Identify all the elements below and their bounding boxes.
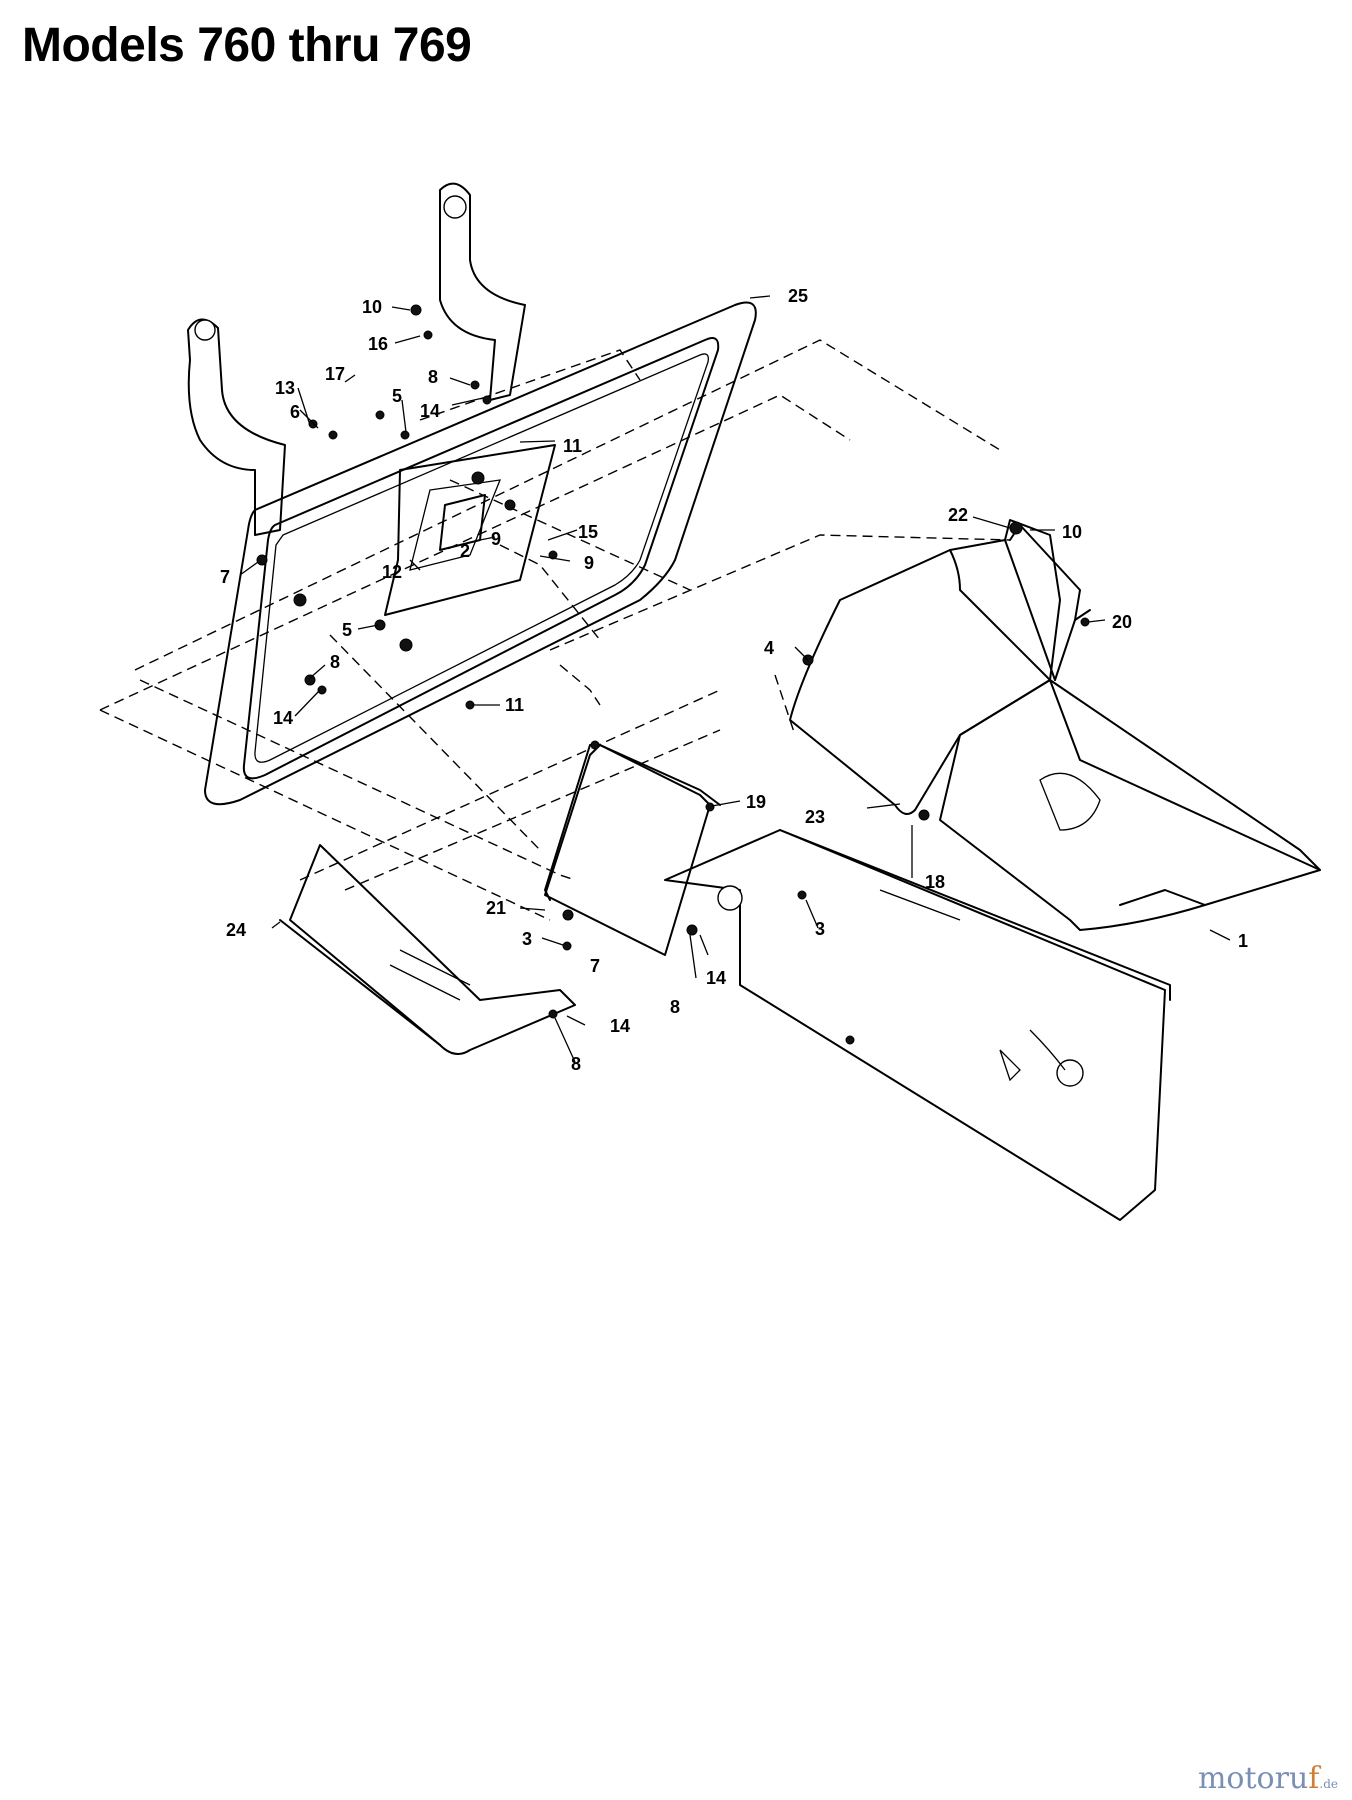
callout-14-bottom: 14 (610, 1016, 630, 1036)
callout-8-left: 8 (330, 652, 340, 672)
callout-10-right: 10 (1062, 522, 1082, 542)
part-footrest (939, 679, 1321, 931)
callout-5-mid: 5 (342, 620, 352, 640)
part-tunnel-cover (789, 519, 1061, 815)
callout-5-top: 5 (392, 386, 402, 406)
callout-12: 12 (382, 562, 402, 582)
watermark-text: motoru (1197, 1761, 1309, 1796)
callout-8-center: 8 (670, 997, 680, 1017)
part-frame-panel (204, 301, 757, 806)
callout-17: 17 (325, 364, 345, 384)
hardware-fasteners (256, 304, 1090, 1045)
callout-3-left: 3 (522, 929, 532, 949)
callout-7-center: 7 (590, 956, 600, 976)
callout-labels: 25 10 16 8 14 17 13 6 5 11 22 10 15 9 2 … (220, 286, 1248, 1074)
callout-25: 25 (788, 286, 808, 306)
page-title: Models 760 thru 769 (22, 19, 472, 72)
callout-6: 6 (290, 402, 300, 422)
callout-14-left: 14 (273, 708, 293, 728)
part-side-frame (664, 829, 1171, 1221)
callout-20: 20 (1112, 612, 1132, 632)
watermark-logo: motoruf.de (1198, 1761, 1338, 1796)
callout-21: 21 (486, 898, 506, 918)
watermark-accent: f (1308, 1761, 1320, 1796)
callout-11-mid: 11 (505, 695, 524, 715)
alignment-lines (99, 339, 1011, 921)
callout-2: 2 (460, 541, 470, 561)
callout-22: 22 (948, 505, 968, 525)
part-front-apron (279, 844, 576, 1055)
leader-lines (239, 295, 1231, 1063)
part-center-plate (544, 744, 721, 956)
callout-1: 1 (1238, 931, 1248, 951)
callout-13: 13 (275, 378, 295, 398)
callout-9-upper: 9 (491, 529, 501, 549)
callout-3-right: 3 (815, 919, 825, 939)
callout-7-left: 7 (220, 567, 230, 587)
part-upright-brackets (187, 182, 526, 536)
callout-14-top: 14 (420, 401, 440, 421)
callout-14-center: 14 (706, 968, 726, 988)
part-rear-bracket (1009, 524, 1091, 681)
callout-16: 16 (368, 334, 388, 354)
callout-8-bottom: 8 (571, 1054, 581, 1074)
callout-4: 4 (764, 638, 774, 658)
callout-24: 24 (226, 920, 246, 940)
watermark-tld: .de (1319, 1777, 1338, 1791)
callout-8-top: 8 (428, 367, 438, 387)
part-switch-plate (384, 444, 556, 616)
callout-11-top: 11 (563, 436, 582, 456)
callout-18: 18 (925, 872, 945, 892)
callout-19: 19 (746, 792, 766, 812)
callout-10-top: 10 (362, 297, 382, 317)
callout-15: 15 (578, 522, 598, 542)
callout-9-lower: 9 (584, 553, 594, 573)
callout-23: 23 (805, 807, 825, 827)
